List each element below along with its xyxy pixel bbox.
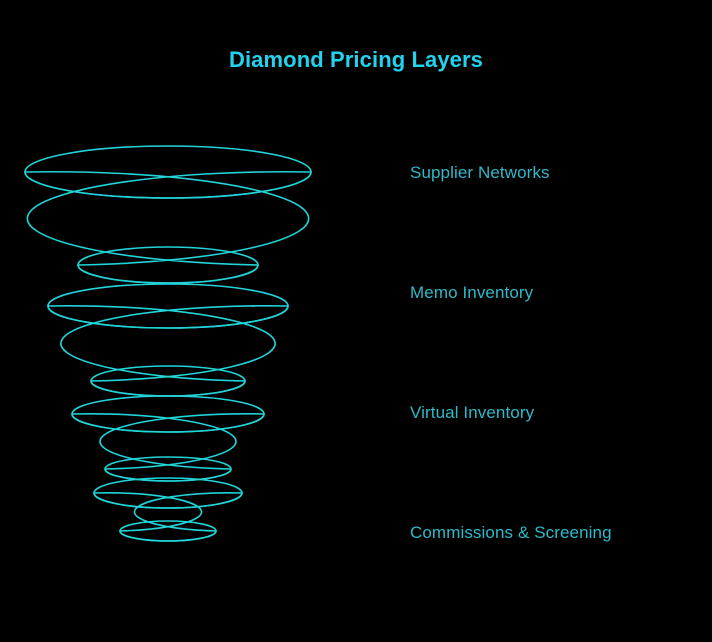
- funnel-label-virtual-inventory: Virtual Inventory: [410, 403, 535, 422]
- funnel-stage-top-rim: [71, 395, 265, 433]
- funnel-stage-top-rim: [24, 145, 312, 199]
- funnel-stage-virtual-inventory[interactable]: [71, 395, 265, 482]
- funnel-label-supplier-networks: Supplier Networks: [410, 163, 550, 182]
- funnel-stage-commissions-screening[interactable]: [93, 477, 243, 542]
- funnel-stage-supplier-networks[interactable]: [24, 145, 312, 284]
- funnel-stage-body: [93, 492, 243, 542]
- funnel-stage-memo-inventory[interactable]: [47, 283, 289, 397]
- funnel-stage-bottom-rim: [119, 520, 217, 542]
- funnel-stage-top-rim: [47, 283, 289, 329]
- funnel-stage-bottom-rim: [104, 456, 232, 482]
- funnel-label-commissions-screening: Commissions & Screening: [410, 523, 612, 542]
- page-title: Diamond Pricing Layers: [228, 47, 484, 72]
- funnel-stage-body: [24, 170, 312, 284]
- funnel-stage-body: [47, 304, 289, 397]
- funnel-stage-top-rim: [93, 477, 243, 509]
- funnel-label-memo-inventory: Memo Inventory: [410, 283, 534, 302]
- funnel-stage-bottom-rim: [77, 246, 259, 284]
- funnel-stage-body: [71, 413, 265, 482]
